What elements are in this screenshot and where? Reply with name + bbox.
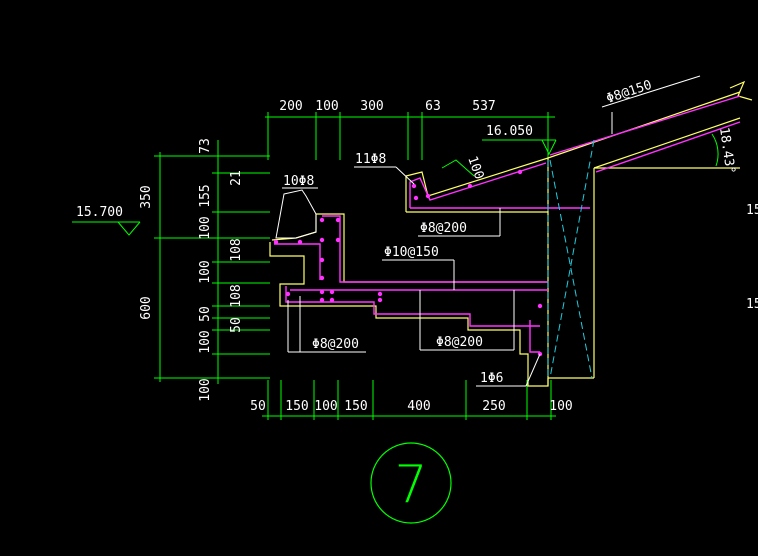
detail-number-bubble: 7 — [370, 442, 452, 524]
rebar-10phi8-label: 10Φ8 — [283, 174, 314, 189]
rebar-11phi8-label: 11Φ8 — [355, 152, 386, 167]
bottom-dim-7: 100 — [549, 399, 572, 414]
elevation-mark-top: 16.050 — [482, 124, 557, 156]
detail-number: 7 — [394, 455, 427, 515]
rebar-left-phi8-200-label: Φ8@200 — [312, 337, 359, 352]
elevation-mark-left: 15.700 — [72, 205, 141, 236]
left-small-dim-4: 50 — [229, 317, 244, 333]
bottom-dim-4: 150 — [344, 399, 367, 414]
lip-dim-label: 100 — [464, 154, 486, 181]
elevation-top-label: 16.050 — [486, 124, 533, 139]
left-inner-dim-6: 100 — [198, 330, 213, 353]
left-outer-dim-1: 350 — [139, 185, 154, 208]
angle-label: 18.43° — [716, 126, 737, 175]
left-inner-dim-4: 100 — [198, 260, 213, 283]
bottom-dim-2: 150 — [285, 399, 308, 414]
top-dim-4: 63 — [425, 99, 441, 114]
bottom-dim-5: 400 — [407, 399, 430, 414]
rebar-top-slope-label: Φ8@150 — [605, 78, 654, 107]
left-inner-dim-2: 155 — [198, 184, 213, 207]
left-inner-dim-3: 100 — [198, 216, 213, 239]
right-edge-label-1: 15 — [746, 203, 758, 218]
left-outer-dimension: 350 600 — [139, 152, 270, 382]
left-small-dim-3: 108 — [229, 284, 244, 307]
left-inner-dim-7: 100 — [198, 378, 213, 401]
left-small-dim-2: 108 — [229, 238, 244, 261]
rebar-right-phi8-200-label: Φ8@200 — [436, 335, 483, 350]
rebar-callouts: Φ8@150 18.43° 11Φ8 100 10Φ8 Φ8@200 Φ10@1… — [282, 75, 737, 387]
rebar-phi10-150-label: Φ10@150 — [384, 245, 439, 260]
rebar-upper-phi8-200-label: Φ8@200 — [420, 221, 467, 236]
parapet-block — [275, 189, 317, 239]
left-outer-dim-2: 600 — [139, 296, 154, 319]
bottom-dim-1: 50 — [250, 399, 266, 414]
left-small-dim-1: 21 — [229, 170, 244, 186]
bottom-dimension-chain: 50 150 100 150 400 250 100 — [250, 380, 573, 420]
left-inner-dim-1: 73 — [198, 138, 213, 154]
right-edge-label-2: 15 — [746, 297, 758, 312]
top-dim-1: 200 — [279, 99, 302, 114]
left-inner-dim-5: 50 — [198, 306, 213, 322]
cyan-bracing — [547, 139, 595, 379]
rebar-1phi6-label: 1Φ6 — [480, 371, 503, 386]
rebar-dots — [273, 169, 543, 357]
bottom-dim-6: 250 — [482, 399, 505, 414]
bottom-dim-3: 100 — [314, 399, 337, 414]
top-dimension-chain: 200 100 300 63 537 — [265, 99, 555, 160]
top-dim-5: 537 — [472, 99, 495, 114]
left-inner-dimension: 73 155 100 100 50 100 100 21 108 108 50 — [198, 138, 270, 402]
top-dim-2: 100 — [315, 99, 338, 114]
elevation-left-label: 15.700 — [76, 205, 123, 220]
top-dim-3: 300 — [360, 99, 383, 114]
